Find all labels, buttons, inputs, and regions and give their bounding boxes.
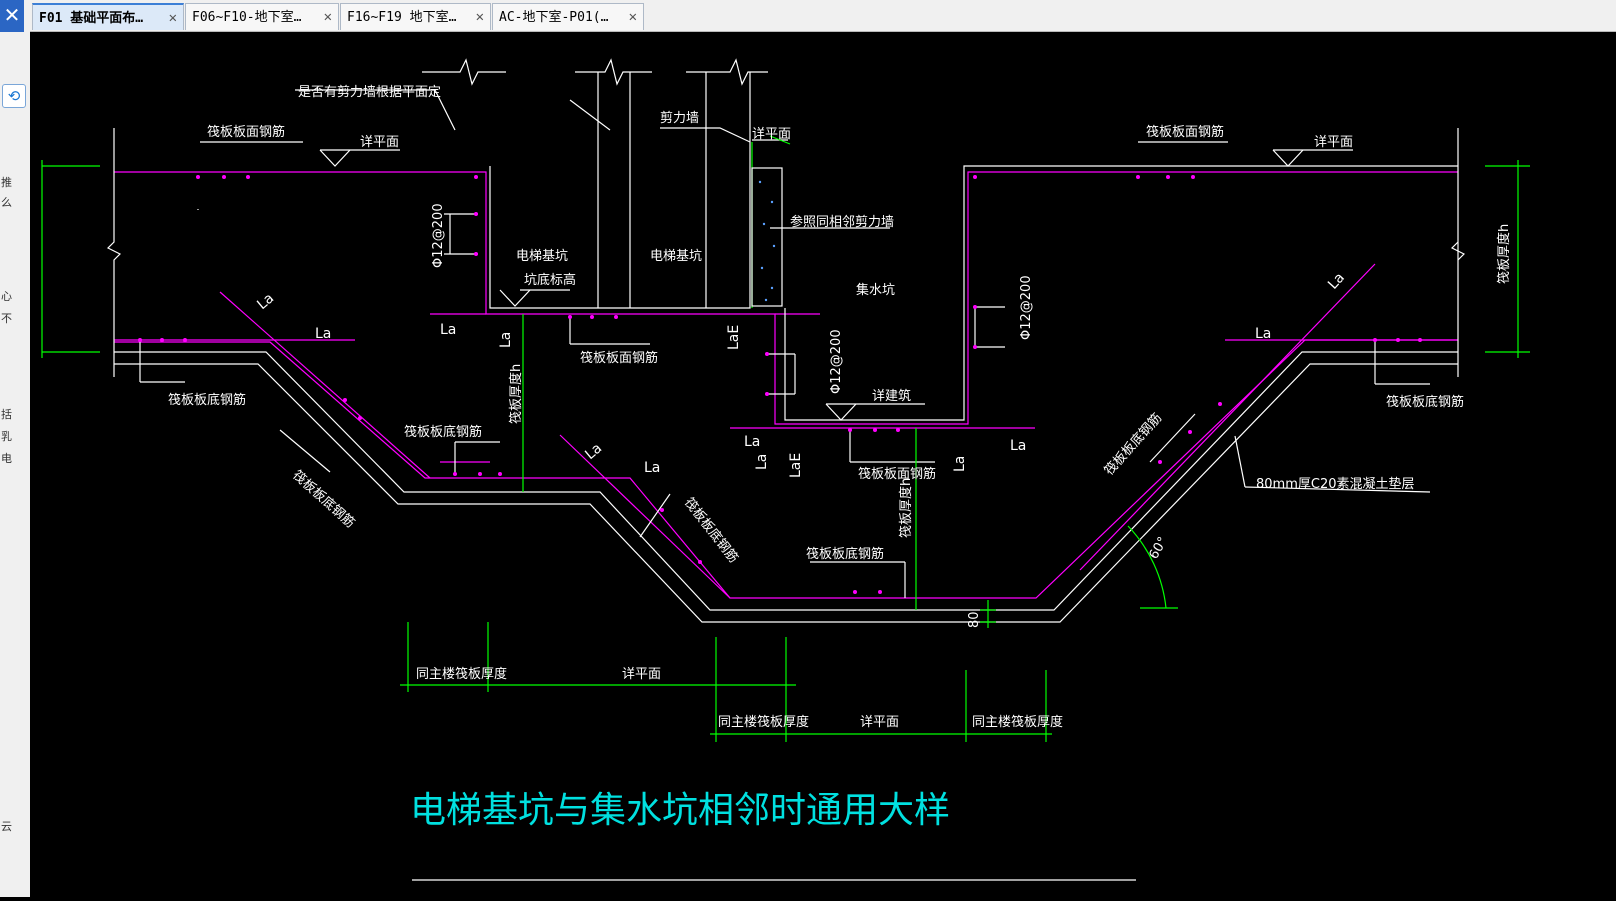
see-plan-label: 详平面	[622, 667, 661, 682]
raft-top-bar-label: 筏板板面钢筋	[207, 124, 285, 140]
sidebar-text: 不	[1, 312, 12, 325]
document-tab-bar: F01 基础平面布…✕ F06~F10-地下室…✕ F16~F19 地下室…✕ …	[30, 0, 1616, 32]
la-label: La	[1255, 326, 1271, 342]
same-thickness-label: 同主楼筏板厚度	[972, 714, 1063, 730]
see-building-label: 详建筑	[872, 388, 911, 404]
shear-wall-note: 是否有剪力墙根据平面定	[298, 84, 441, 100]
la-label: La	[440, 322, 456, 338]
left-sidebar: ✕ ⟲ 推 么 心 不 括 乳 电 云	[0, 0, 31, 897]
la-label: La	[254, 290, 277, 313]
la-label: La	[744, 434, 760, 450]
tab-label: F01 基础平面布…	[39, 11, 144, 26]
raft-thickness-label: 筏板厚度h	[898, 478, 914, 538]
see-plan-label: 详平面	[360, 135, 399, 150]
tab-label: F06~F10-地下室…	[192, 10, 302, 25]
raft-thickness-label: 筏板厚度h	[1496, 224, 1512, 284]
tab-f01[interactable]: F01 基础平面布… ✕	[32, 3, 184, 30]
la-label: La	[1325, 270, 1348, 293]
tab-f16-f19[interactable]: F16~F19 地下室… ✕	[340, 3, 491, 30]
raft-bottom-bar-label: 筏板板底钢筋	[289, 467, 358, 531]
raft-bottom-bar-label: 筏板板底钢筋	[1101, 410, 1165, 479]
same-thickness-label: 同主楼筏板厚度	[718, 714, 809, 730]
sidebar-text: 么	[1, 196, 12, 209]
lae-label: LaE	[726, 325, 742, 350]
sidebar-text: 括	[1, 408, 12, 421]
tab-ac-p01[interactable]: AC-地下室-P01(… ✕	[492, 3, 644, 30]
la-label: La	[952, 456, 968, 472]
raft-bottom-bar-label: 筏板板底钢筋	[806, 546, 884, 562]
sync-icon[interactable]: ⟲	[2, 84, 26, 108]
raft-bottom-bar-label: 筏板板底钢筋	[168, 392, 246, 408]
la-label: La	[1010, 438, 1026, 454]
drawing-title: 电梯基坑与集水坑相邻时通用大样	[410, 790, 950, 831]
tab-label: F16~F19 地下室…	[347, 10, 457, 25]
cad-drawing: 是否有剪力墙根据平面定 剪力墙 参照同相邻剪力墙 电梯基坑 坑底标高 电梯基坑 …	[41, 58, 1530, 881]
bar-spec-label: Φ12@200	[1019, 275, 1034, 340]
bar-spec-label: Φ12@200	[431, 203, 446, 268]
close-icon[interactable]: ✕	[628, 9, 637, 25]
rebar-dots	[138, 175, 1422, 594]
annotations: 是否有剪力墙根据平面定 剪力墙 参照同相邻剪力墙 电梯基坑 坑底标高 电梯基坑 …	[168, 84, 1512, 730]
raft-top-bar-label: 筏板板面钢筋	[858, 466, 936, 482]
cushion-label: 80mm厚C20素混凝土垫层	[1256, 476, 1415, 492]
la-label: La	[315, 326, 331, 342]
la-label: La	[754, 454, 770, 470]
pit-bottom-label: 坑底标高	[524, 272, 576, 288]
rebar-lines	[114, 171, 1458, 599]
lae-label: LaE	[788, 453, 804, 478]
bar-spec-label: Φ12@200	[829, 329, 844, 394]
wall-hatch	[758, 180, 776, 302]
raft-top-bar-label: 筏板板面钢筋	[1146, 124, 1224, 140]
dimension-lines	[41, 135, 1530, 742]
dim-80-label: 80	[967, 611, 982, 628]
cad-canvas[interactable]: 是否有剪力墙根据平面定 剪力墙 参照同相邻剪力墙 电梯基坑 坑底标高 电梯基坑 …	[30, 32, 1616, 897]
angle-label: 60°	[1146, 535, 1171, 562]
sidebar-text: 电	[1, 452, 12, 465]
la-label: La	[644, 460, 660, 476]
tab-f06-f10[interactable]: F06~F10-地下室… ✕	[185, 3, 339, 30]
tab-label: AC-地下室-P01(…	[499, 10, 609, 25]
raft-bottom-bar-label: 筏板板底钢筋	[1386, 394, 1464, 410]
sidebar-text: 乳	[1, 430, 12, 443]
raft-top-bar-label: 筏板板面钢筋	[580, 350, 658, 366]
raft-thickness-label: 筏板厚度h	[508, 364, 524, 424]
sidebar-text: 云	[1, 820, 12, 833]
close-icon[interactable]: ✕	[168, 10, 177, 26]
shear-wall-label: 剪力墙	[660, 110, 699, 126]
elevator-pit-label: 电梯基坑	[650, 249, 702, 264]
sump-pit-label: 集水坑	[856, 282, 895, 298]
raft-bottom-bar-label: 筏板板底钢筋	[404, 424, 482, 440]
raft-bottom-bar-label: 筏板板底钢筋	[681, 495, 742, 566]
close-icon[interactable]: ✕	[475, 9, 484, 25]
wall-section	[751, 167, 783, 307]
la-label: La	[498, 332, 514, 348]
concrete-outline	[106, 58, 1466, 623]
sidebar-text: 心	[1, 290, 12, 303]
see-plan-label: 详平面	[752, 127, 791, 142]
see-plan-label: 详平面	[1314, 135, 1353, 150]
same-thickness-label: 同主楼筏板厚度	[416, 666, 507, 682]
see-plan-label: 详平面	[860, 715, 899, 730]
close-icon[interactable]: ✕	[0, 0, 24, 32]
adjacent-wall-label: 参照同相邻剪力墙	[790, 214, 894, 230]
elevator-pit-label: 电梯基坑	[516, 249, 568, 264]
close-icon[interactable]: ✕	[323, 9, 332, 25]
sidebar-text: 推	[1, 176, 12, 189]
